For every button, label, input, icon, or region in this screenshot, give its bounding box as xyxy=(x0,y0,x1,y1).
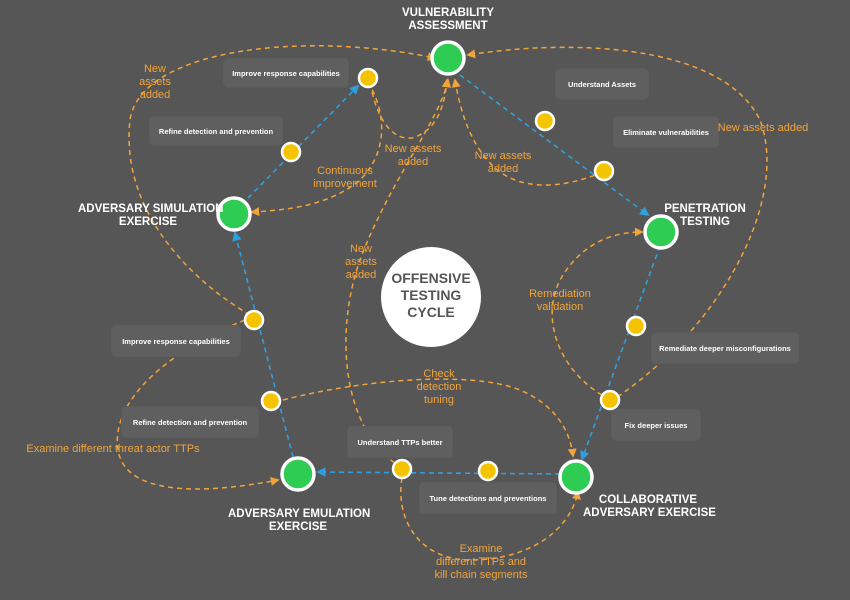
center-title: OFFENSIVE TESTING CYCLE xyxy=(391,270,471,320)
node-collaborative-adversary-exercise[interactable] xyxy=(558,459,594,495)
label-collaborative-adversary-exercise: COLLABORATIVE ADVERSARY EXERCISE xyxy=(583,494,716,519)
flow-new-assets-right xyxy=(466,46,768,403)
step-node-refine-detection-bottom[interactable] xyxy=(260,390,282,412)
step-box-eliminate-vulnerabilities[interactable]: Eliminate vulnerabilities xyxy=(614,117,718,147)
annotation-new-assets-mid2: New assets added xyxy=(474,150,532,175)
annotation-new-assets-mid1: New assets added xyxy=(384,143,442,168)
label-adversary-emulation-exercise: ADVERSARY EMULATION EXERCISE xyxy=(228,508,371,533)
annotation-continuous-improvement: Continuous improvement xyxy=(313,165,377,190)
annotation-new-assets-center: New assets added xyxy=(345,243,377,281)
node-penetration-testing[interactable] xyxy=(643,214,679,250)
step-node-understand-ttps[interactable] xyxy=(391,458,413,480)
flow-simulation-to-improve xyxy=(247,84,360,199)
flow-emulation-to-simulation xyxy=(232,231,294,458)
step-node-eliminate-vulnerabilities[interactable] xyxy=(593,160,615,182)
label-penetration-testing: PENETRATION TESTING xyxy=(664,203,746,228)
flow-new-assets-center xyxy=(345,78,451,469)
flow-pen-to-collab xyxy=(580,245,661,461)
annotation-remediation-validation: Remediation validation xyxy=(529,288,591,313)
step-node-refine-detection-top[interactable] xyxy=(280,141,302,163)
annotation-check-detection-tuning: Check detection tuning xyxy=(416,368,462,406)
step-node-improve-response-bottom[interactable] xyxy=(243,309,265,331)
annotation-new-assets-right: New assets added xyxy=(717,122,809,134)
annotation-new-assets-left: New assets added xyxy=(139,63,171,101)
flow-continuous-improvement xyxy=(250,81,383,217)
step-box-tune-detections[interactable]: Tune detections and preventions xyxy=(420,483,556,513)
step-box-understand-assets[interactable]: Understand Assets xyxy=(556,69,648,99)
node-adversary-simulation-exercise[interactable] xyxy=(216,196,252,232)
flow-collab-to-emulation xyxy=(316,467,561,477)
annotation-examine-threat-actor-ttps: Examine different threat actor TTPs xyxy=(26,443,200,455)
step-box-remediate-deeper[interactable]: Remediate deeper misconfigurations xyxy=(652,333,798,363)
label-adversary-simulation-exercise: ADVERSARY SIMULATION EXERCISE xyxy=(78,203,224,228)
annotation-examine-kill-chain: Examine different TTPs and kill chain se… xyxy=(434,543,528,581)
flow-new-assets-mid1 xyxy=(371,78,451,139)
step-box-refine-detection-bottom[interactable]: Refine detection and prevention xyxy=(122,407,258,437)
center-circle xyxy=(381,247,481,347)
step-node-fix-deeper[interactable] xyxy=(599,389,621,411)
step-box-understand-ttps[interactable]: Understand TTPs better xyxy=(348,427,452,457)
node-vulnerability-assessment[interactable] xyxy=(430,40,466,76)
step-node-tune-detections[interactable] xyxy=(477,460,499,482)
step-box-improve-response-bottom[interactable]: Improve response capabilities xyxy=(112,326,240,356)
flow-remediation-validation xyxy=(551,227,644,396)
node-adversary-emulation-exercise[interactable] xyxy=(280,456,316,492)
step-node-understand-assets[interactable] xyxy=(534,110,556,132)
step-node-remediate-deeper[interactable] xyxy=(625,315,647,337)
flow-examine-kill-chain xyxy=(400,477,581,561)
flow-check-detection-tuning xyxy=(282,378,577,458)
flow-new-assets-left xyxy=(128,45,437,316)
step-box-improve-response-top[interactable]: Improve response capabilities xyxy=(224,59,348,87)
flow-vuln-to-pen xyxy=(459,74,650,217)
step-box-refine-detection-top[interactable]: Refine detection and prevention xyxy=(150,117,282,145)
step-box-fix-deeper[interactable]: Fix deeper issues xyxy=(612,410,700,440)
flow-new-assets-mid2 xyxy=(451,78,604,186)
label-vulnerability-assessment: VULNERABILITY ASSESSMENT xyxy=(402,7,494,32)
step-node-improve-response-top[interactable] xyxy=(357,67,379,89)
